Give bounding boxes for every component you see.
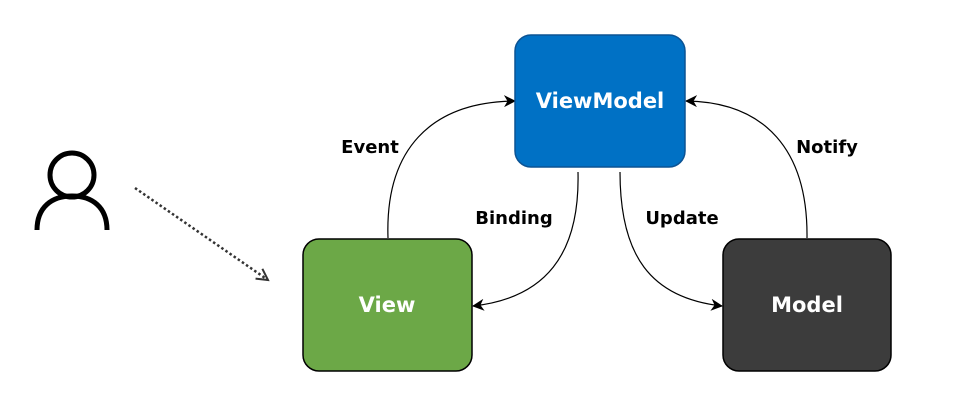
view-label: View: [359, 293, 416, 317]
event-arrow: [387, 95, 516, 239]
view-node: View: [302, 238, 473, 372]
viewmodel-node: ViewModel: [514, 34, 686, 168]
model-node: Model: [722, 238, 892, 372]
update-label: Update: [645, 208, 718, 229]
notify-label: Notify: [796, 137, 858, 158]
event-label: Event: [341, 137, 399, 158]
model-label: Model: [771, 293, 843, 317]
user-to-view-arrow: [134, 186, 268, 280]
binding-arrow: [472, 171, 579, 311]
notify-arrow: [685, 95, 808, 239]
binding-label: Binding: [475, 208, 552, 229]
viewmodel-label: ViewModel: [536, 89, 665, 113]
user-icon: [34, 150, 110, 231]
update-arrow: [619, 171, 723, 311]
